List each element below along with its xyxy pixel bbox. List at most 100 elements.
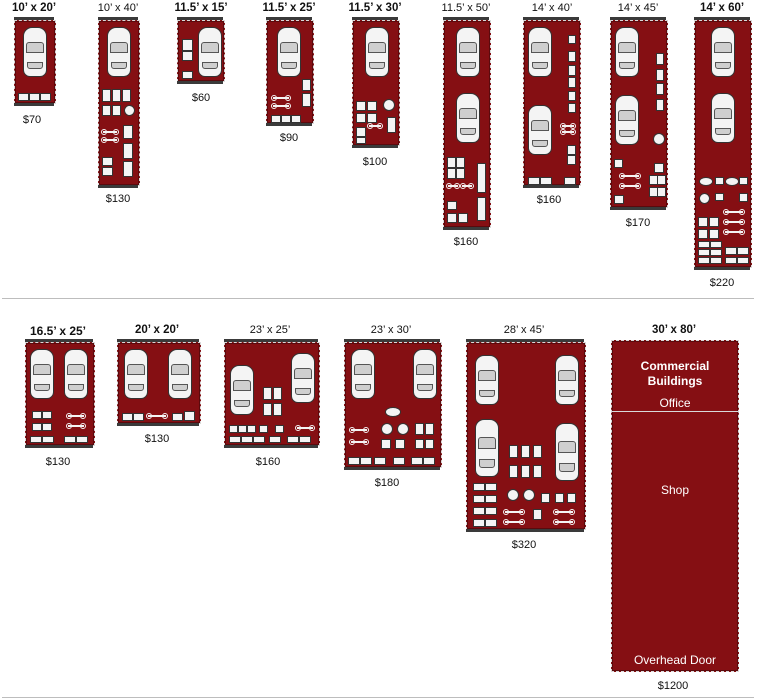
storage-box-icon (269, 436, 281, 443)
storage-box-icon (182, 71, 193, 79)
storage-box-icon (698, 249, 710, 256)
unit-price: $160 (453, 236, 479, 248)
storage-box-icon (485, 495, 497, 503)
car-icon (168, 349, 192, 399)
unit-door-bar (25, 339, 93, 342)
unit-floorplan (523, 20, 581, 186)
bike-icon (446, 183, 460, 189)
bike-icon (66, 423, 86, 429)
unit-floorplan (98, 20, 140, 186)
storage-box-icon (123, 125, 133, 139)
unit-floor-bar (177, 81, 223, 84)
storage-box-icon (564, 177, 576, 185)
storage-box-icon (356, 127, 366, 137)
unit-door-bar (466, 339, 584, 342)
storage-box-icon (253, 436, 265, 443)
storage-box-icon (241, 436, 253, 443)
unit-size-label: 14’ x 45’ (617, 2, 659, 14)
storage-box-icon (710, 249, 722, 256)
storage-box-icon (381, 439, 391, 449)
unit-price: $70 (22, 114, 42, 126)
bike-icon (723, 229, 745, 235)
storage-box-icon (302, 79, 311, 91)
storage-box-icon (698, 241, 710, 248)
unit-size-label: 14’ x 40’ (531, 2, 573, 14)
storage-box-icon (229, 436, 241, 443)
storage-box-icon (737, 247, 749, 255)
storage-box-icon (122, 413, 133, 421)
round-item-icon (381, 423, 393, 435)
storage-box-icon (122, 89, 131, 102)
storage-box-icon (709, 217, 719, 227)
storage-box-icon (567, 145, 576, 155)
car-icon (475, 419, 499, 477)
storage-box-icon (263, 387, 272, 400)
bike-icon (560, 123, 576, 129)
storage-box-icon (259, 425, 268, 433)
storage-box-icon (485, 519, 497, 527)
unit-size-label: 14’ x 60’ (699, 2, 745, 14)
storage-box-icon (393, 457, 405, 465)
storage-box-icon (447, 157, 456, 168)
car-icon (230, 365, 254, 415)
storage-box-icon (112, 89, 121, 102)
car-icon (475, 355, 499, 405)
storage-box-icon (656, 83, 664, 95)
car-icon (30, 349, 54, 399)
storage-box-icon (656, 99, 664, 111)
unit-price: $90 (279, 132, 299, 144)
unit-floorplan (177, 20, 225, 82)
unit-floorplan (352, 20, 400, 146)
storage-box-icon (477, 197, 486, 221)
unit-price: $180 (374, 477, 400, 489)
car-icon (124, 349, 148, 399)
unit-price: $160 (255, 456, 281, 468)
unit-size-label: 10’ x 40’ (97, 2, 139, 14)
car-icon (528, 27, 552, 77)
storage-box-icon (715, 177, 724, 185)
storage-box-icon (521, 445, 530, 458)
unit-price: $160 (536, 194, 562, 206)
storage-box-icon (415, 439, 424, 449)
round-item-icon (699, 193, 710, 204)
unit-floorplan (694, 20, 752, 268)
unit-size-label: 20’ x 20’ (134, 324, 180, 336)
storage-box-icon (64, 436, 76, 443)
storage-box-icon (567, 493, 576, 503)
car-icon (64, 349, 88, 399)
storage-box-icon (367, 113, 377, 123)
storage-box-icon (182, 39, 193, 51)
storage-box-icon (447, 201, 457, 210)
unit-size-label: 16.5’ x 25’ (29, 324, 87, 338)
storage-box-icon (287, 436, 299, 443)
storage-box-icon (275, 425, 284, 433)
storage-box-icon (123, 143, 133, 159)
storage-box-icon (133, 413, 144, 421)
storage-box-icon (415, 423, 424, 435)
bottom-divider (2, 697, 754, 698)
commercial-title-line2: Buildings (647, 374, 703, 388)
unit-floorplan (443, 20, 491, 228)
storage-box-icon (521, 465, 530, 478)
storage-box-icon (30, 436, 42, 443)
storage-box-icon (273, 403, 282, 416)
storage-box-icon (42, 411, 52, 419)
storage-box-icon (425, 423, 434, 435)
storage-box-icon (456, 157, 465, 168)
unit-floorplan (266, 20, 314, 124)
unit-price: $320 (511, 539, 537, 551)
storage-box-icon (18, 93, 29, 101)
storage-box-icon (567, 155, 576, 165)
storage-box-icon (102, 105, 111, 116)
unit-door-bar (694, 17, 750, 20)
unit-door-bar (610, 17, 666, 20)
bike-icon (66, 413, 86, 419)
commercial-building-floorplan: Commercial Buildings Office Shop Overhea… (611, 340, 739, 672)
car-icon (711, 93, 735, 143)
storage-box-icon (42, 436, 54, 443)
bike-icon (503, 519, 525, 525)
unit-door-bar (352, 17, 398, 20)
storage-box-icon (281, 115, 291, 123)
storage-box-icon (698, 229, 708, 239)
bike-icon (553, 519, 575, 525)
